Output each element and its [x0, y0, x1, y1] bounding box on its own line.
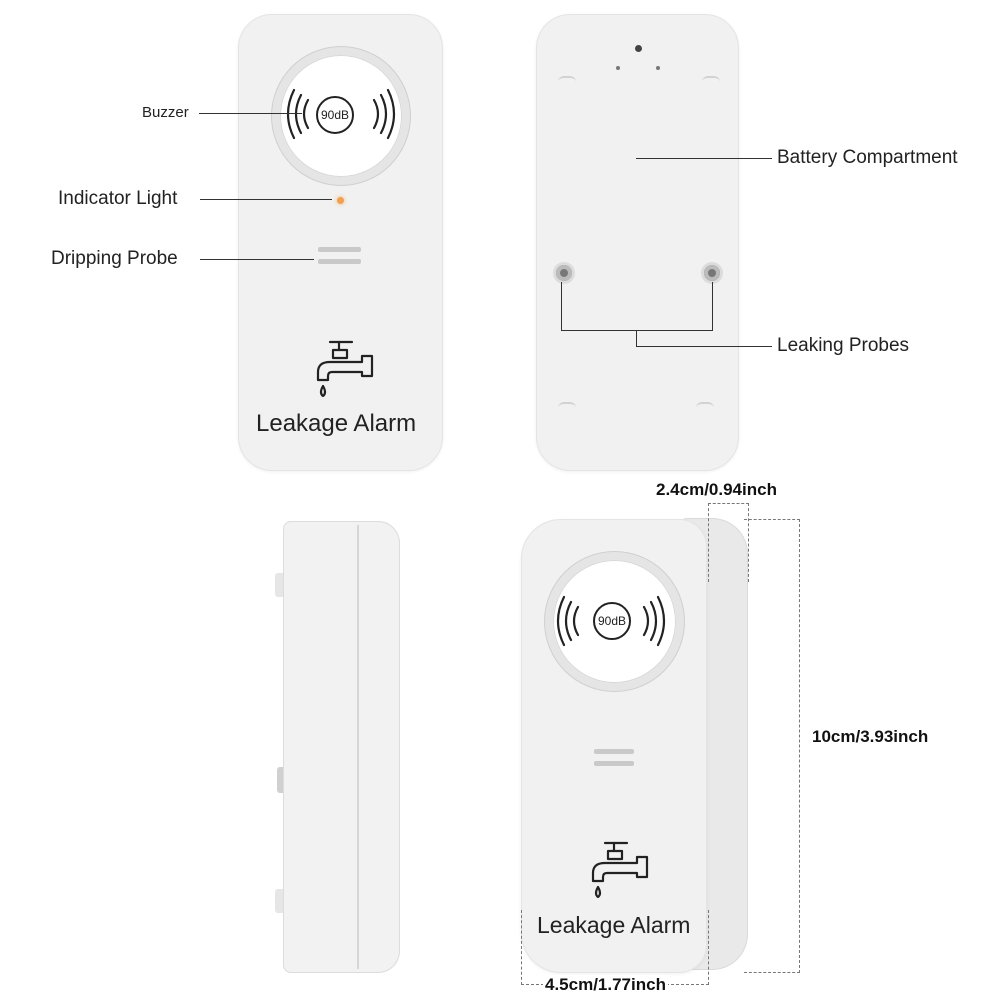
dripping-probe-bar-top [318, 247, 361, 252]
angled-probe-bar-bottom [594, 761, 634, 766]
side-button [277, 767, 283, 793]
back-dot-right [656, 66, 660, 70]
probes-callout-line [636, 346, 772, 347]
back-clip-bottom-right [696, 402, 714, 414]
angled-faucet-icon [591, 841, 649, 899]
width-dimension-label: 4.5cm/1.77inch [543, 975, 668, 995]
back-view-device [536, 14, 739, 471]
db-label: 90dB [316, 96, 354, 134]
sound-wave-icon [286, 88, 396, 140]
back-hole [635, 45, 642, 52]
angled-probe-bar-top [594, 749, 634, 754]
probes-bracket-stem [636, 330, 637, 346]
faucet-icon [316, 340, 374, 398]
battery-compartment-label: Battery Compartment [777, 147, 958, 168]
side-clip-top [275, 573, 283, 597]
depth-dimension-bracket [708, 503, 749, 582]
width-dimension-bracket [521, 910, 709, 985]
height-dimension-label: 10cm/3.93inch [812, 727, 929, 746]
dripping-probe-label: Dripping Probe [51, 248, 178, 269]
back-dot-left [616, 66, 620, 70]
buzzer-label: Buzzer [142, 104, 189, 121]
battery-callout-line [636, 158, 772, 159]
probes-bracket [561, 282, 713, 331]
side-clip-bottom [275, 889, 283, 913]
side-seam [357, 525, 359, 969]
back-clip-top-right [702, 76, 720, 88]
buzzer-callout-line [199, 113, 302, 114]
dripping-probe-callout-line [200, 259, 314, 260]
brand-text: Leakage Alarm [256, 410, 417, 437]
angled-device-front: 90dB Leakage Alarm [521, 519, 707, 973]
back-clip-bottom-left [558, 402, 576, 414]
front-view-device: 90dB Leakage Alarm [238, 14, 443, 471]
leaking-probe-left [556, 265, 572, 281]
angled-db-label: 90dB [593, 602, 631, 640]
leaking-probe-right [704, 265, 720, 281]
back-clip-top-left [558, 76, 576, 88]
indicator-light-label: Indicator Light [58, 188, 178, 209]
indicator-light [337, 197, 344, 204]
side-view-device [275, 521, 400, 973]
height-dimension-bracket [744, 519, 800, 973]
angled-brand-text: Leakage Alarm [537, 912, 691, 938]
indicator-callout-line [200, 199, 332, 200]
depth-dimension-label: 2.4cm/0.94inch [656, 480, 777, 499]
dripping-probe-bar-bottom [318, 259, 361, 264]
angled-sound-wave-icon [556, 595, 666, 647]
leaking-probes-label: Leaking Probes [777, 335, 910, 356]
